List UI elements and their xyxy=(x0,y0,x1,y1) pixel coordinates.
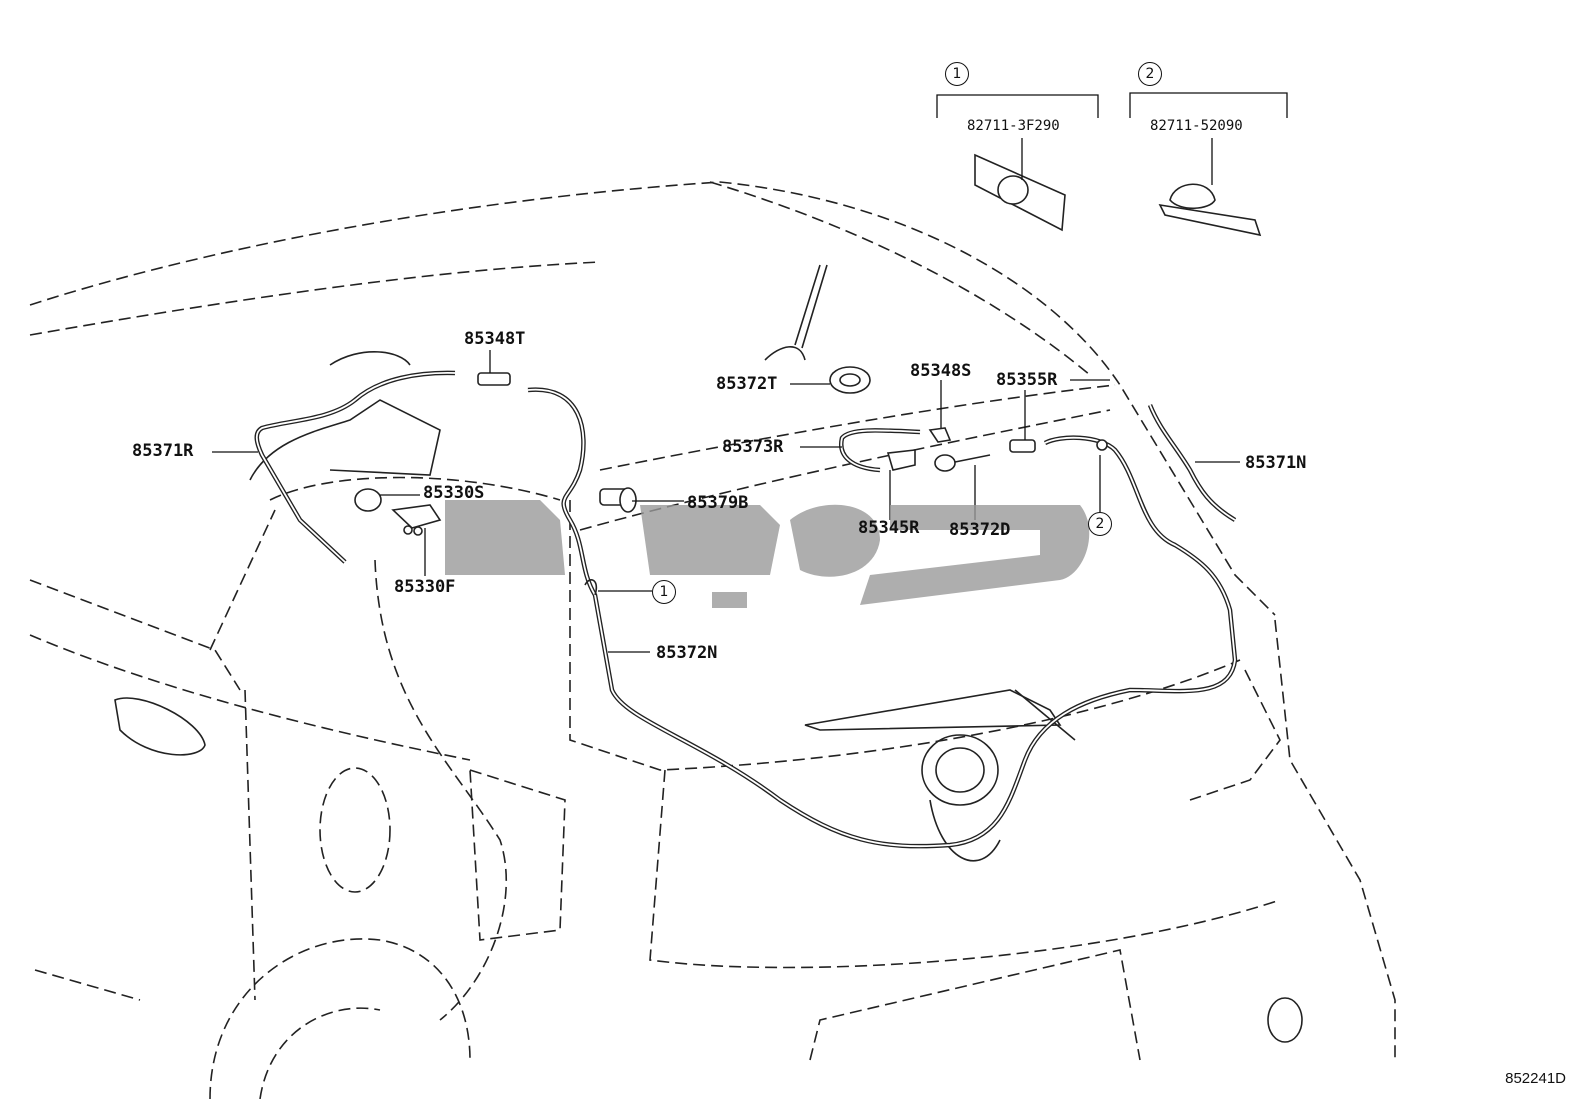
part-label-85372T: 85372T xyxy=(716,374,778,394)
callout-1: 1 xyxy=(652,580,676,604)
part-label-85373R: 85373R xyxy=(722,437,784,457)
variant-number-1: 1 xyxy=(945,62,969,86)
variant-part-number-1: 82711-3F290 xyxy=(967,118,1060,134)
part-label-85379B: 85379B xyxy=(687,493,749,513)
watermark-logo xyxy=(445,500,565,575)
variant-part-number-2: 82711-52090 xyxy=(1150,118,1243,134)
part-label-85355R: 85355R xyxy=(996,370,1058,390)
joint-85348T-shape xyxy=(477,372,511,386)
variant-number-2: 2 xyxy=(1138,62,1162,86)
callout-2: 2 xyxy=(1088,512,1112,536)
part-label-85371R: 85371R xyxy=(132,441,194,461)
part-label-85330S: 85330S xyxy=(423,483,485,503)
part-label-85371N: 85371N xyxy=(1245,453,1307,473)
part-label-85345R: 85345R xyxy=(858,518,920,538)
part-label-85348S: 85348S xyxy=(910,361,972,381)
diagram-code: 852241D xyxy=(1505,1070,1566,1087)
part-label-85348T: 85348T xyxy=(464,329,526,349)
part-label-85330F: 85330F xyxy=(394,577,456,597)
part-label-85372D: 85372D xyxy=(949,520,1011,540)
part-label-85372N: 85372N xyxy=(656,643,718,663)
